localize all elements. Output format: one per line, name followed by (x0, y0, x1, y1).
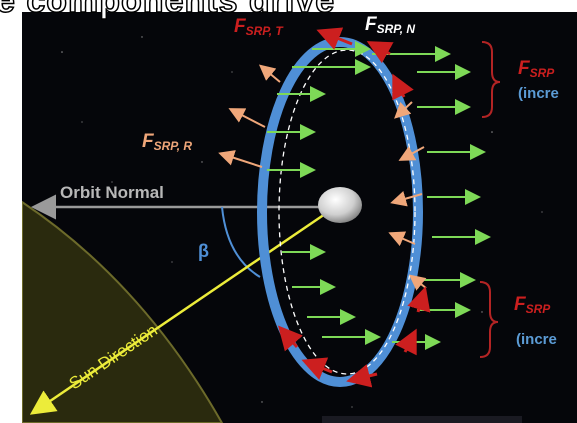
planet-limb (22, 200, 224, 423)
srp-diagram: Orbit Normal β Sun Direction (22, 14, 559, 423)
star-field (61, 36, 543, 408)
orbit-normal-label: Orbit Normal (60, 183, 164, 202)
beta-angle-arc (221, 206, 261, 278)
f-srp-t-label: FSRP, T (234, 16, 284, 38)
normal-force-arrows (267, 41, 491, 350)
bracket-bottom (479, 281, 499, 358)
bottom-text-remnant (322, 416, 522, 423)
cropped-title: e components drive (0, 0, 336, 21)
asteroid (318, 187, 362, 223)
right-bottom-note: (incre (516, 331, 557, 348)
radial-force-arrows (218, 64, 427, 291)
right-bottom-label: FSRP (514, 294, 551, 316)
right-top-note: (incre (518, 85, 559, 102)
beta-label: β (198, 241, 209, 261)
right-top-label: FSRP (518, 58, 555, 80)
f-srp-r-label: FSRP, R (142, 131, 192, 153)
f-srp-n-label: FSRP, N (365, 14, 415, 36)
dashed-orbit-path (278, 49, 416, 375)
bracket-top (481, 41, 501, 118)
sun-direction-arrow (29, 210, 329, 415)
diagram-canvas: Orbit Normal β Sun Direction (22, 12, 577, 423)
tangential-force-arrows (278, 27, 431, 388)
